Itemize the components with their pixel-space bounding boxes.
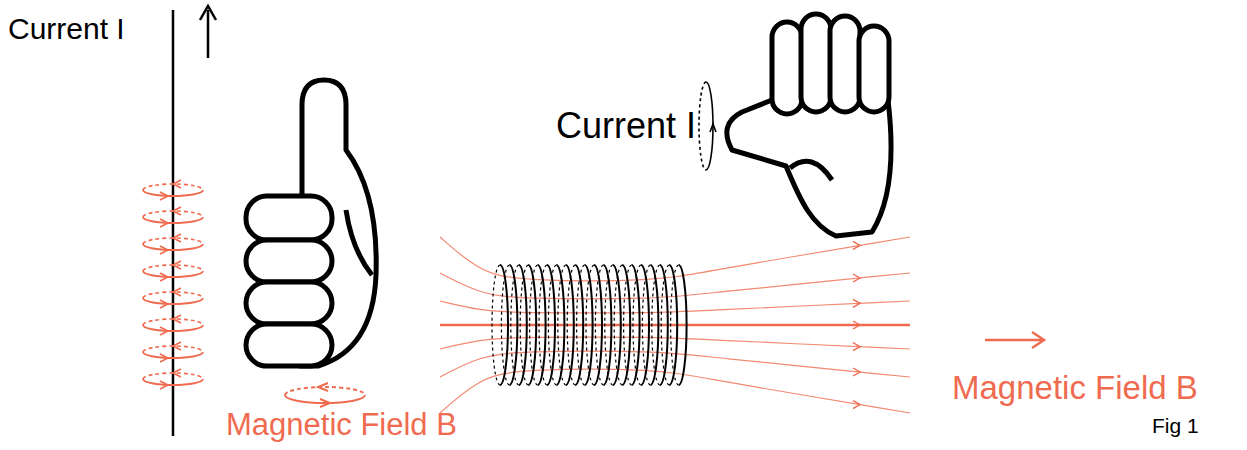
- field-label: Magnetic Field B: [952, 370, 1198, 406]
- field-arrowhead: [1032, 332, 1044, 348]
- figure-number: Fig 1: [1152, 414, 1199, 437]
- right-hand-curled: [727, 14, 891, 236]
- current-arrowhead: [200, 6, 216, 20]
- current-label: Current I: [8, 12, 125, 45]
- current-arrow: [207, 10, 210, 58]
- field-direction-ring: [285, 383, 365, 407]
- field-arrow: [985, 339, 1042, 342]
- current-label: Current I: [556, 106, 696, 146]
- field-rings: [143, 180, 203, 389]
- field-lines: [440, 237, 910, 413]
- right-hand-thumb-up: [246, 80, 376, 366]
- solenoid-coil: [492, 265, 687, 385]
- current-loop: [699, 82, 716, 170]
- field-label: Magnetic Field B: [226, 408, 457, 442]
